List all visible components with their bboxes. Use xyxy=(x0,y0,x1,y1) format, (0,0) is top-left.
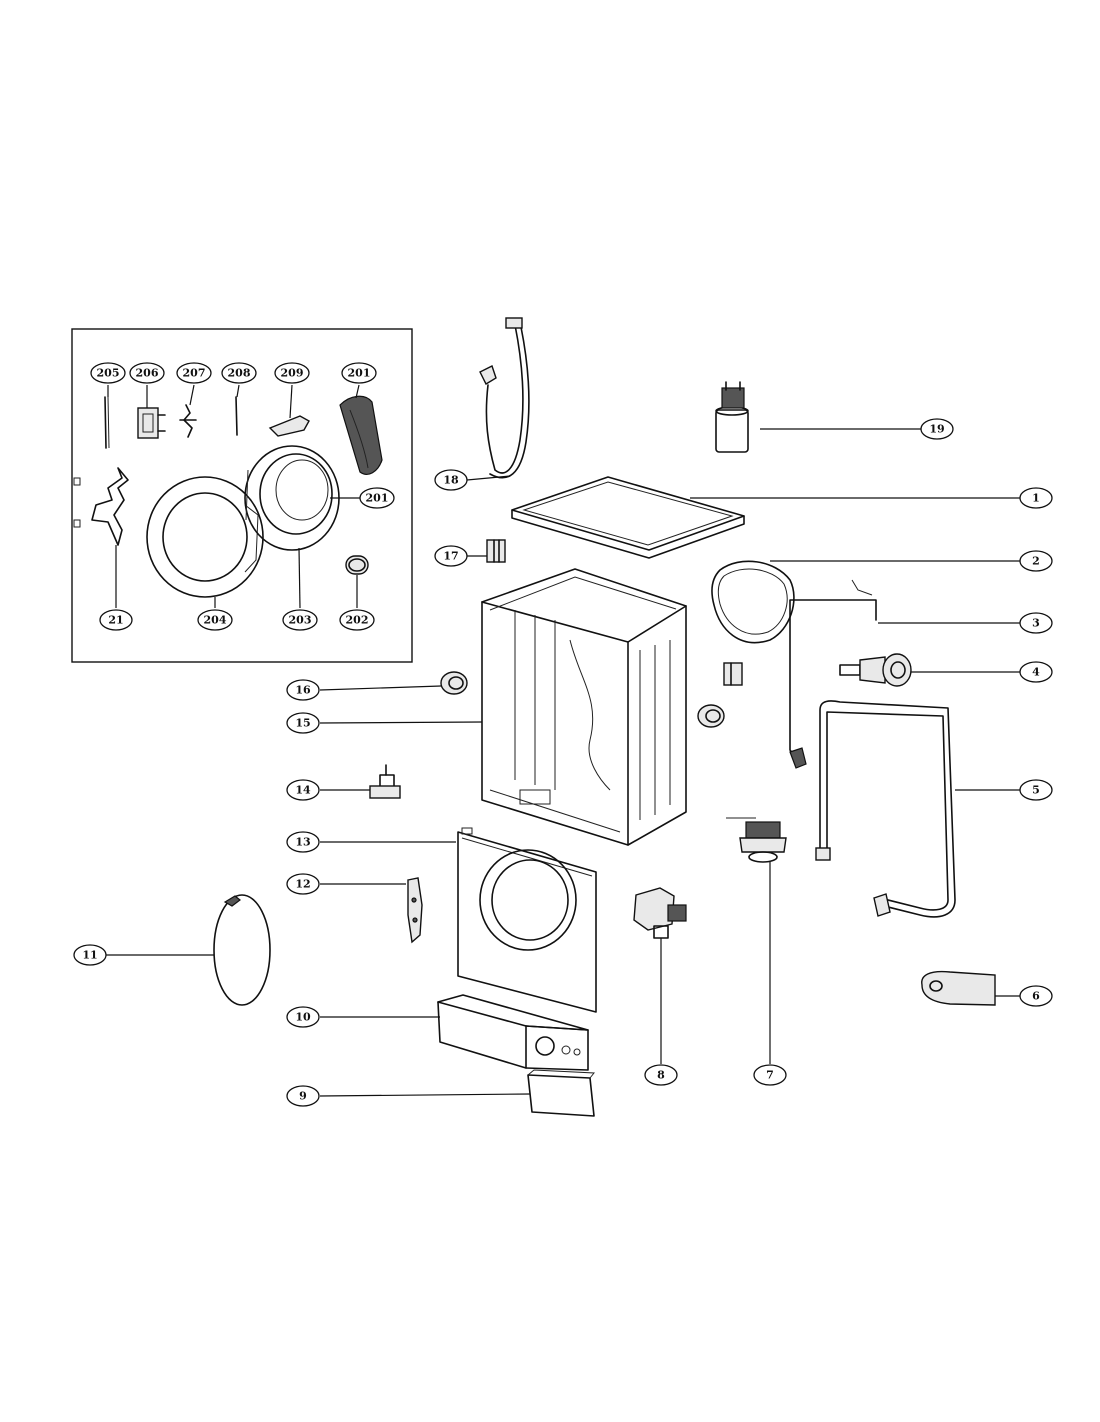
part-19-filter xyxy=(715,381,749,453)
part-3-cable xyxy=(789,579,877,769)
callout-10: 10 xyxy=(286,1006,320,1028)
part-4-valve xyxy=(839,653,912,687)
svg-text:204: 204 xyxy=(204,614,227,627)
callout-5: 5 xyxy=(1019,779,1053,801)
callout-209: 209 xyxy=(274,362,310,384)
part-10-control-panel xyxy=(437,994,589,1071)
part-206-bracket xyxy=(137,407,166,439)
svg-text:5: 5 xyxy=(1032,784,1040,797)
part-202-bush xyxy=(345,555,369,575)
svg-text:2: 2 xyxy=(1032,555,1040,568)
callout-11: 11 xyxy=(73,944,107,966)
part-21-hinge xyxy=(73,467,129,546)
part-205-rod xyxy=(104,396,107,449)
part-14-knob xyxy=(369,764,401,799)
callout-13: 13 xyxy=(286,831,320,853)
callout-16: 16 xyxy=(286,679,320,701)
svg-text:11: 11 xyxy=(82,949,97,962)
svg-text:13: 13 xyxy=(295,836,310,849)
svg-text:12: 12 xyxy=(295,878,310,891)
part-207-clip xyxy=(179,404,197,438)
svg-text:9: 9 xyxy=(299,1090,307,1103)
svg-text:206: 206 xyxy=(136,367,159,380)
callout-206: 206 xyxy=(129,362,165,384)
callout-201-top: 201 xyxy=(341,362,377,384)
part-201-seal xyxy=(339,395,383,475)
svg-text:209: 209 xyxy=(281,367,304,380)
svg-text:14: 14 xyxy=(295,784,311,797)
callout-202: 202 xyxy=(339,609,375,631)
svg-text:202: 202 xyxy=(346,614,369,627)
part-12-hinge-plate xyxy=(407,877,423,944)
svg-text:21: 21 xyxy=(108,614,123,627)
callout-19: 19 xyxy=(920,418,954,440)
callout-6: 6 xyxy=(1019,985,1053,1007)
svg-text:208: 208 xyxy=(228,367,251,380)
callout-3: 3 xyxy=(1019,612,1053,634)
callout-204: 204 xyxy=(197,609,233,631)
svg-text:6: 6 xyxy=(1032,990,1040,1003)
svg-text:15: 15 xyxy=(295,717,310,730)
part-7-pressure-switch xyxy=(726,817,787,863)
svg-text:7: 7 xyxy=(766,1069,774,1082)
svg-text:19: 19 xyxy=(929,423,944,436)
callout-203: 203 xyxy=(282,609,318,631)
part-bush-right xyxy=(697,704,725,728)
callout-15: 15 xyxy=(286,712,320,734)
door-assembly-inset-frame xyxy=(71,328,413,663)
callout-18: 18 xyxy=(434,469,468,491)
svg-text:18: 18 xyxy=(443,474,459,487)
callout-4: 4 xyxy=(1019,661,1053,683)
callout-207: 207 xyxy=(176,362,212,384)
callout-12: 12 xyxy=(286,873,320,895)
callout-14: 14 xyxy=(286,779,320,801)
svg-text:4: 4 xyxy=(1032,666,1040,679)
part-17-clip xyxy=(486,539,506,563)
part-13-front-panel xyxy=(457,827,597,1013)
svg-text:205: 205 xyxy=(97,367,120,380)
callout-201-ring: 201 xyxy=(359,487,395,509)
callout-17: 17 xyxy=(434,545,468,567)
callout-1: 1 xyxy=(1019,487,1053,509)
svg-text:207: 207 xyxy=(183,367,206,380)
svg-text:17: 17 xyxy=(443,550,458,563)
part-5-drain-hose xyxy=(815,700,956,918)
part-204-door-outer xyxy=(146,476,264,598)
callout-8: 8 xyxy=(644,1064,678,1086)
part-11-glass xyxy=(213,894,271,1006)
svg-text:1: 1 xyxy=(1032,492,1040,505)
callout-9: 9 xyxy=(286,1085,320,1107)
svg-text:201: 201 xyxy=(348,367,371,380)
svg-text:201: 201 xyxy=(366,492,389,505)
callout-208: 208 xyxy=(221,362,257,384)
part-6-clamp xyxy=(921,970,996,1006)
callout-21: 21 xyxy=(99,609,133,631)
part-203-door-inner xyxy=(244,445,340,551)
svg-text:203: 203 xyxy=(289,614,312,627)
svg-text:3: 3 xyxy=(1032,617,1040,630)
svg-text:8: 8 xyxy=(657,1069,665,1082)
part-15-cabinet xyxy=(481,568,687,846)
part-2-gasket xyxy=(711,560,795,644)
callout-7: 7 xyxy=(753,1064,787,1086)
callout-2: 2 xyxy=(1019,550,1053,572)
part-9-drawer-handle xyxy=(527,1069,596,1117)
callout-205: 205 xyxy=(90,362,126,384)
part-8-door-lock xyxy=(633,887,687,939)
svg-text:10: 10 xyxy=(295,1011,311,1024)
part-1-top-panel xyxy=(511,476,745,559)
part-209-hinge-cover xyxy=(268,415,310,437)
part-208-pin xyxy=(235,396,238,436)
part-18-inlet-hose xyxy=(479,317,530,479)
svg-text:16: 16 xyxy=(295,684,311,697)
part-clip-right xyxy=(723,662,743,686)
part-16-bush xyxy=(440,671,468,695)
